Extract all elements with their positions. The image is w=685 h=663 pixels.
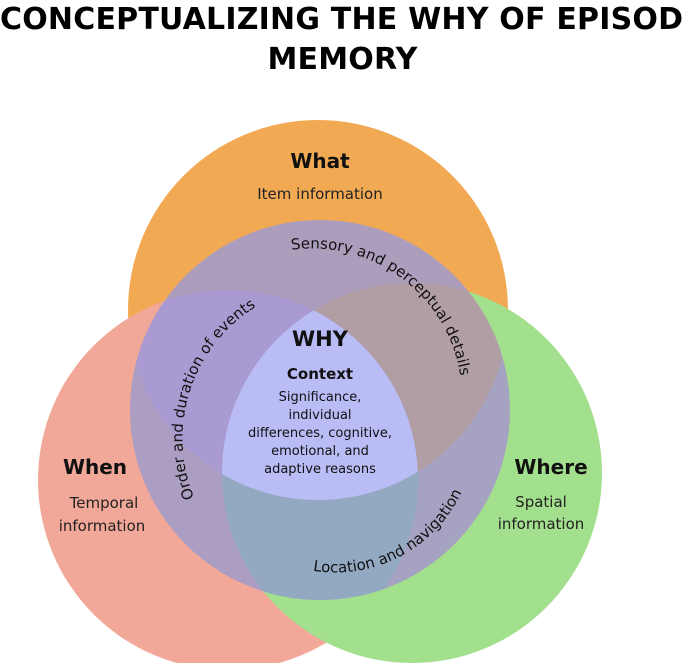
where-heading: Where — [514, 455, 587, 479]
core-why-region — [222, 290, 418, 500]
why-body-line: differences, cognitive, — [248, 426, 392, 441]
when-heading: When — [63, 455, 127, 479]
title-line-2: MEMORY — [267, 42, 418, 77]
why-heading: WHY — [292, 327, 349, 351]
why-body-line: Significance, — [279, 390, 362, 405]
context-subheading: Context — [287, 365, 353, 383]
why-body-line: individual — [288, 408, 351, 423]
why-body-line: adaptive reasons — [264, 462, 376, 477]
what-subtitle: Item information — [257, 185, 383, 203]
where-subtitle-line2: information — [498, 515, 585, 533]
diagram-title: CONCEPTUALIZING THE WHY OF EPISODIC MEMO… — [0, 0, 685, 80]
when-subtitle-line2: information — [59, 517, 146, 535]
why-body-line: emotional, and — [271, 444, 369, 459]
when-subtitle-line1: Temporal — [69, 494, 139, 512]
title-line-1: CONCEPTUALIZING THE WHY OF EPISODIC — [0, 2, 685, 37]
where-subtitle-line1: Spatial — [515, 493, 567, 511]
what-heading: What — [290, 149, 350, 173]
